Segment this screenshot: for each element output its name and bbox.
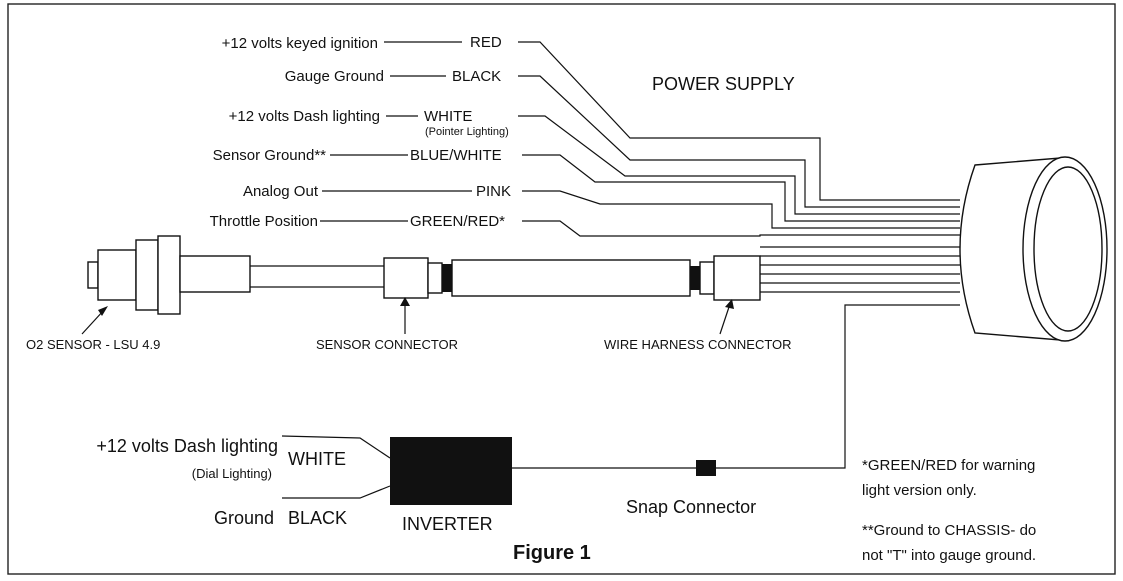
gauge-icon: [959, 156, 1108, 342]
wire-label-pink: PINK: [476, 183, 511, 200]
label-throttle-position: Throttle Position: [210, 213, 318, 230]
label-dash-lighting: +12 volts Dash lighting: [229, 108, 380, 125]
wire-harness-connector-icon: [713, 255, 761, 301]
inverter-white-label: WHITE: [288, 449, 346, 469]
note-green-red-line2: light version only.: [862, 482, 977, 499]
power-supply-label: POWER SUPPLY: [652, 74, 795, 94]
inverter-label: INVERTER: [402, 514, 493, 534]
inverter-black-label: BLACK: [288, 508, 347, 528]
inverter-dash-lighting-label: +12 volts Dash lighting: [96, 436, 278, 456]
label-sensor-ground: Sensor Ground**: [213, 147, 327, 164]
gauge-wires: [518, 41, 960, 469]
figure-caption: Figure 1: [513, 542, 591, 564]
label-gauge-ground: Gauge Ground: [285, 68, 384, 85]
sensor-connector-icon: [383, 257, 715, 299]
wire-label-green-red: GREEN/RED*: [410, 213, 505, 230]
component-pointers: [81, 297, 734, 335]
inverter-ground-label: Ground: [214, 508, 274, 528]
label-keyed-ignition: +12 volts keyed ignition: [222, 35, 378, 52]
o2-sensor-label: O2 SENSOR - LSU 4.9: [26, 337, 160, 352]
o2-sensor-icon: [87, 235, 384, 315]
snap-connector-label: Snap Connector: [626, 497, 756, 517]
inverter-dial-lighting-label: (Dial Lighting): [192, 466, 272, 481]
inverter-box: [390, 437, 512, 505]
wire-label-red: RED: [470, 34, 502, 51]
wire-label-black: BLACK: [452, 68, 501, 85]
sensor-connector-label: SENSOR CONNECTOR: [316, 337, 458, 352]
wire-label-pointer-lighting: (Pointer Lighting): [425, 126, 509, 138]
note-ground-line2: not "T" into gauge ground.: [862, 547, 1036, 564]
snap-connector-icon: [696, 460, 716, 476]
wire-harness-connector-label: WIRE HARNESS CONNECTOR: [604, 337, 792, 352]
note-ground-line1: **Ground to CHASSIS- do: [862, 522, 1036, 539]
wire-label-blue-white: BLUE/WHITE: [410, 147, 502, 164]
note-green-red-line1: *GREEN/RED for warning: [862, 457, 1035, 474]
wire-label-white: WHITE: [424, 108, 472, 125]
label-analog-out: Analog Out: [243, 183, 319, 200]
